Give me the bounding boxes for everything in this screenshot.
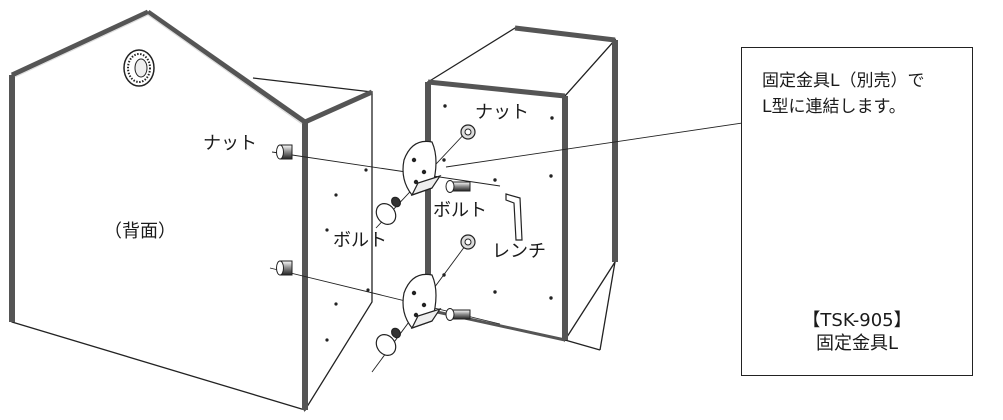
box-panel xyxy=(425,25,618,351)
callout-note-line1: 固定金具L（別売）で xyxy=(762,71,925,91)
house-panel xyxy=(9,9,374,413)
callout-note-line2: L型に連結します。 xyxy=(762,97,906,117)
label-bolt-center: ボルト xyxy=(433,200,487,221)
knob-icon xyxy=(123,49,155,87)
label-bolt-left: ボルト xyxy=(333,230,387,251)
callout-part-name: 固定金具L xyxy=(815,333,899,354)
callout-model: 【TSK-905】 xyxy=(802,310,912,331)
callout-box: 固定金具L（別売）で L型に連結します。 【TSK-905】 固定金具L xyxy=(741,47,973,376)
nut-icon xyxy=(460,124,476,250)
callout-note: 固定金具L（別売）で L型に連結します。 xyxy=(762,68,924,120)
label-nut-left: ナット xyxy=(203,133,257,154)
label-nut-right: ナット xyxy=(475,102,529,123)
bolt-icon xyxy=(375,196,401,356)
bracket-icon xyxy=(402,140,442,330)
panel-holes xyxy=(325,168,370,342)
wrench-icon xyxy=(505,193,523,241)
house-panel-side xyxy=(304,90,373,413)
nut-icon xyxy=(276,144,293,276)
label-wrench: レンチ xyxy=(492,241,546,262)
label-back: （背面） xyxy=(104,221,176,242)
house-panel-face xyxy=(11,11,306,411)
bolt-icon xyxy=(445,180,471,321)
